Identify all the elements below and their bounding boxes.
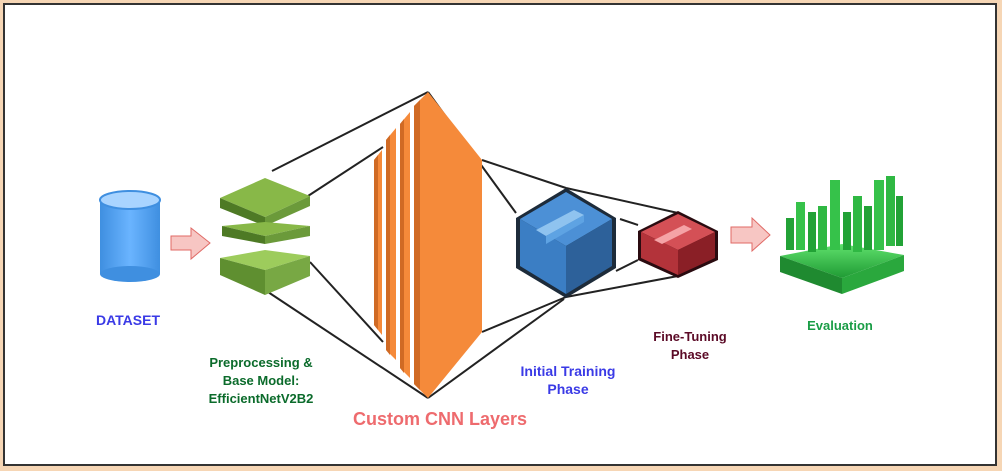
stacked-layers-icon (220, 178, 310, 295)
cnn-layers-label: Custom CNN Layers (352, 409, 528, 429)
bar-chart-icon (780, 176, 904, 294)
arrow-right-icon (170, 226, 211, 261)
dataset-label: DATASET (95, 312, 161, 328)
fine-tuning-label: Fine-Tuning Phase (653, 329, 727, 362)
cube-icon (516, 188, 616, 298)
evaluation-label: Evaluation (807, 318, 873, 333)
arrow-right-icon (730, 216, 771, 253)
cnn-layers-icon (374, 92, 482, 398)
preprocessing-label: Preprocessing & Base Model: EfficientNet… (208, 355, 314, 406)
cube-icon (638, 211, 718, 278)
initial-training-label: Initial Training Phase (520, 363, 616, 397)
database-icon (99, 190, 161, 282)
connector-lines (267, 91, 679, 399)
